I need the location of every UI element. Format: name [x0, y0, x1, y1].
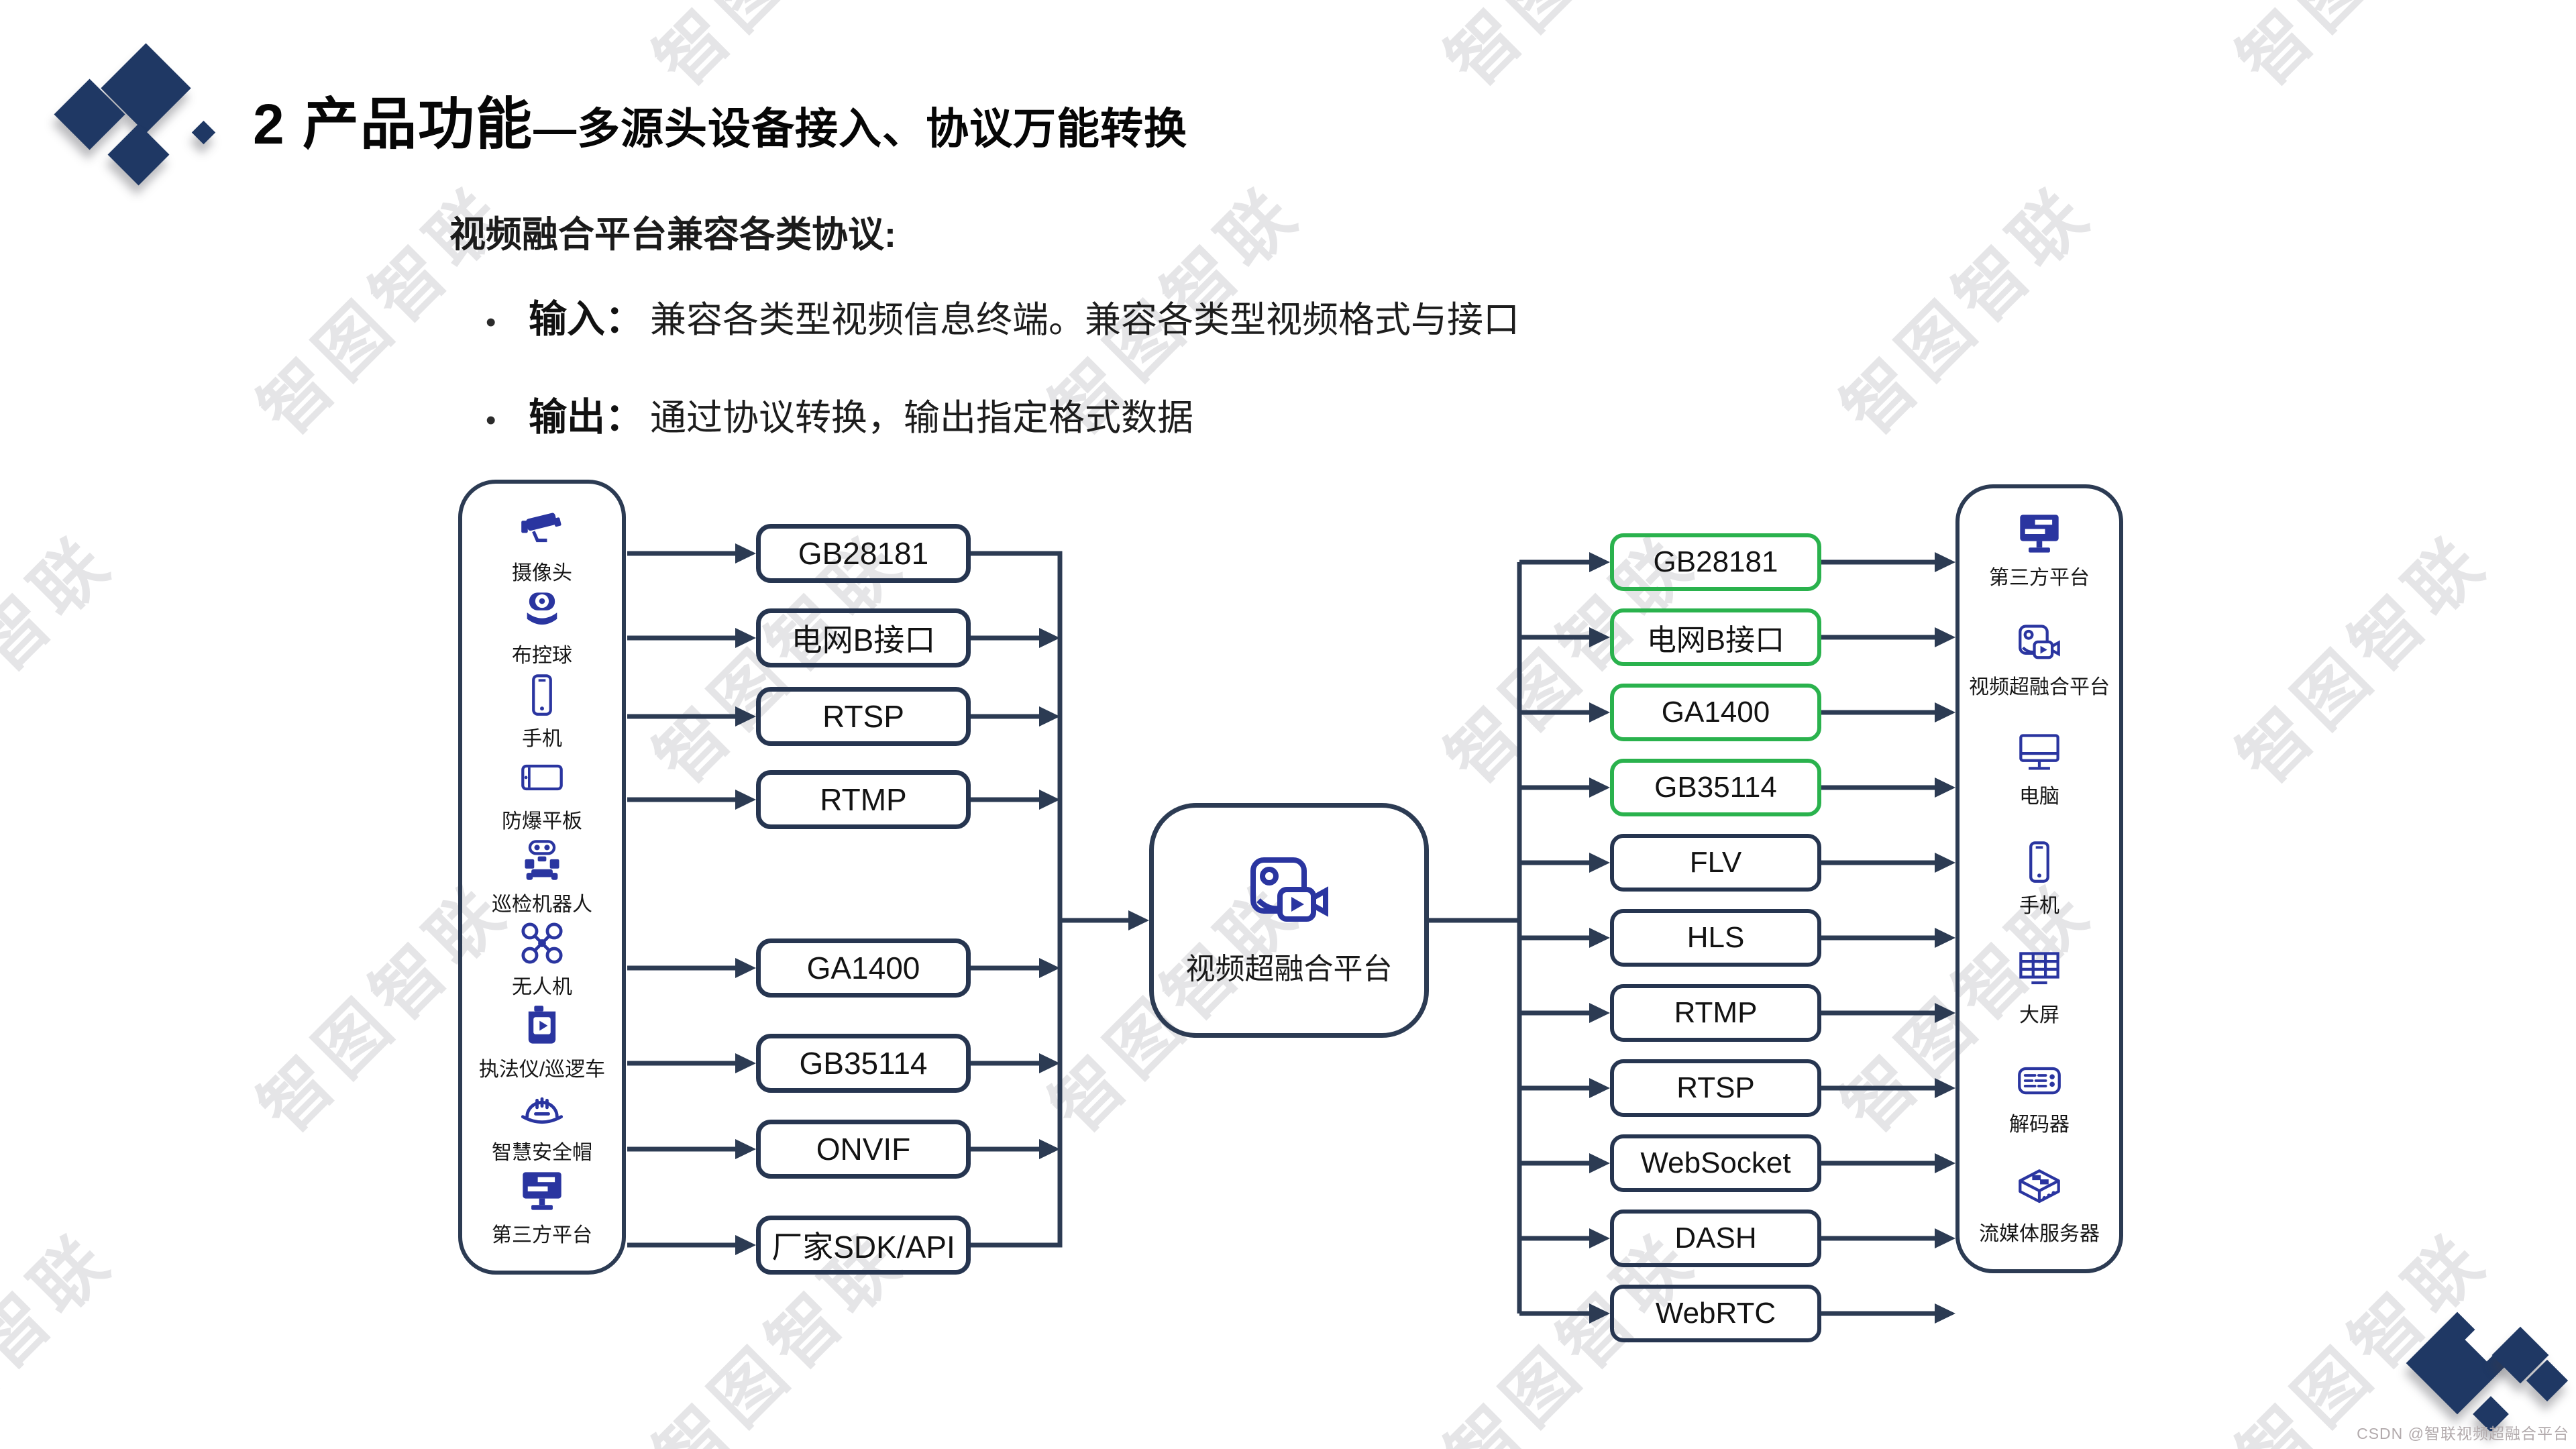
device-label: 无人机	[512, 975, 572, 998]
device-item: 摄像头	[512, 506, 572, 586]
protocol-box-rtsp: RTSP	[756, 687, 971, 746]
out-protocol-rtmp: RTMP	[1610, 984, 1821, 1042]
protocol-box-ga1400: GA1400	[756, 938, 971, 998]
device-label: 摄像头	[512, 562, 572, 584]
fusion-platform-icon	[1246, 853, 1333, 931]
device-item: 防爆平板	[502, 755, 582, 834]
device-item: 智慧安全帽	[492, 1086, 592, 1165]
media-server-icon	[2017, 1167, 2062, 1213]
target-label: 手机	[2019, 895, 2059, 917]
device-label: 巡检机器人	[492, 893, 592, 916]
device-label: 执法仪/巡逻车	[478, 1059, 606, 1081]
out-protocol-hls: HLS	[1610, 909, 1821, 967]
target-item: 流媒体服务器	[1979, 1167, 2100, 1246]
third-party-platform-icon	[2020, 515, 2059, 553]
device-item: 手机	[519, 672, 565, 751]
out-protocol-grid-b: 电网B接口	[1610, 608, 1821, 666]
bullet-dot: •	[486, 404, 496, 437]
bullet-text: 通过协议转换，输出指定格式数据	[650, 398, 1193, 438]
target-label: 视频超融合平台	[1969, 676, 2110, 698]
tablet-icon	[519, 755, 565, 800]
target-item: 手机	[2017, 839, 2062, 918]
bullet-label: 输出：	[529, 396, 643, 439]
out-protocol-flv: FLV	[1610, 834, 1821, 892]
device-item: 巡检机器人	[492, 838, 592, 917]
computer-icon	[2017, 730, 2062, 775]
protocol-box-grid-b: 电网B接口	[756, 608, 971, 667]
target-label: 流媒体服务器	[1979, 1223, 2100, 1245]
device-label: 第三方平台	[492, 1224, 592, 1246]
video-wall-icon	[2017, 949, 2062, 994]
device-label: 防爆平板	[502, 810, 582, 833]
drone-icon	[519, 920, 565, 966]
fusion-platform-box: 视频超融合平台	[1149, 803, 1429, 1038]
target-item: 第三方平台	[1989, 511, 2090, 590]
target-label: 大屏	[2019, 1004, 2059, 1026]
out-protocol-dash: DASH	[1610, 1210, 1821, 1267]
third-party-platform-icon	[523, 1172, 561, 1210]
bullet-dot: •	[486, 306, 496, 339]
intro-heading: 视频融合平台兼容各类协议:	[449, 215, 896, 255]
bodycam-icon	[528, 1006, 556, 1044]
target-label: 电脑	[2019, 786, 2059, 808]
title-subtitle: —多源头设备接入、协议万能转换	[533, 105, 1188, 153]
decoder-icon	[2017, 1058, 2062, 1104]
bullet-list: • 输入： 兼容各类型视频信息终端。兼容各类型视频格式与接口 • 输出： 通过协…	[470, 288, 1519, 484]
helmet-icon	[519, 1086, 565, 1132]
fusion-platform-label: 视频超融合平台	[1185, 953, 1393, 985]
out-protocol-gb28181: GB28181	[1610, 533, 1821, 591]
bullet-item-output: • 输出： 通过协议转换，输出指定格式数据	[470, 386, 1519, 441]
out-protocol-gb35114: GB35114	[1610, 759, 1821, 816]
bullet-text: 兼容各类型视频信息终端。兼容各类型视频格式与接口	[650, 300, 1519, 340]
target-label: 第三方平台	[1989, 567, 2090, 589]
device-item: 执法仪/巡逻车	[479, 1003, 605, 1082]
out-protocol-ga1400: GA1400	[1610, 684, 1821, 741]
ptz-dome-icon	[527, 592, 557, 625]
fusion-platform-icon	[2017, 621, 2062, 666]
csdn-credit: CSDN @智联视频超融合平台	[2357, 1425, 2569, 1442]
title-number: 2 产品功能	[253, 93, 534, 156]
phone-icon	[2017, 839, 2062, 885]
target-item: 视频超融合平台	[1969, 621, 2110, 700]
phone-icon	[519, 672, 565, 718]
device-label: 手机	[522, 727, 562, 750]
device-label: 智慧安全帽	[492, 1141, 592, 1164]
bullet-item-input: • 输入： 兼容各类型视频信息终端。兼容各类型视频格式与接口	[470, 288, 1519, 343]
device-item: 无人机	[512, 920, 572, 1000]
device-item: 布控球	[512, 589, 572, 668]
input-devices-panel: 摄像头 布控球 手机 防爆平板 巡检机器人 无人机	[458, 480, 626, 1275]
bullet-label: 输入：	[529, 298, 643, 341]
out-protocol-webrtc: WebRTC	[1610, 1285, 1821, 1342]
target-item: 大屏	[2017, 949, 2062, 1028]
out-protocol-rtsp: RTSP	[1610, 1059, 1821, 1117]
target-item: 电脑	[2017, 730, 2062, 809]
target-label: 解码器	[2009, 1114, 2070, 1136]
device-item: 第三方平台	[492, 1169, 592, 1248]
page-title: 2 产品功能—多源头设备接入、协议万能转换	[253, 79, 1187, 160]
protocol-box-gb28181: GB28181	[756, 524, 971, 583]
protocol-box-gb35114: GB35114	[756, 1034, 971, 1093]
out-protocol-websocket: WebSocket	[1610, 1134, 1821, 1192]
device-label: 布控球	[512, 645, 572, 667]
protocol-box-sdk-api: 厂家SDK/API	[756, 1216, 971, 1275]
output-targets-panel: 第三方平台 视频超融合平台 电脑 手机 大屏 解码器	[1955, 484, 2123, 1273]
target-item: 解码器	[2009, 1058, 2070, 1137]
robot-icon	[519, 838, 565, 883]
cctv-camera-icon	[521, 512, 562, 543]
protocol-box-rtmp: RTMP	[756, 770, 971, 829]
protocol-box-onvif: ONVIF	[756, 1120, 971, 1179]
